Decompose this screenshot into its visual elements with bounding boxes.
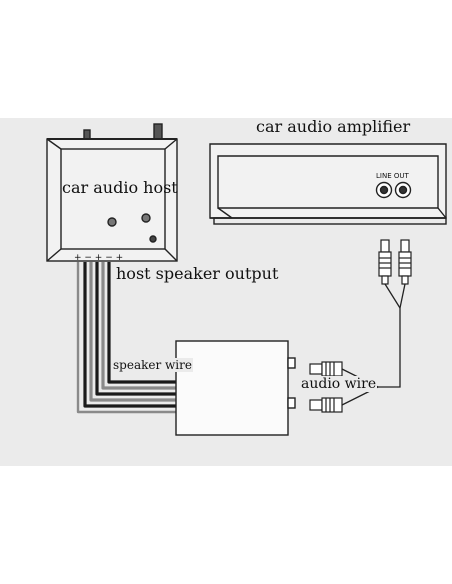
host-label: car audio host	[62, 178, 178, 197]
line-out-jacks	[375, 181, 412, 199]
car-audio-amplifier-unit	[209, 143, 447, 225]
amplifier-label: car audio amplifier	[256, 117, 411, 136]
amplifier-rca-plugs	[378, 239, 412, 285]
converter-box	[175, 340, 296, 436]
polarity-marks-label: + − + − +	[74, 253, 124, 263]
car-audio-host-unit	[46, 123, 178, 262]
speaker-wire-bundle	[76, 262, 176, 414]
speaker-wire-label: speaker wire	[112, 358, 193, 372]
line-out-label: LINE OUT	[376, 172, 409, 180]
audio-wire-label: audio wire	[300, 376, 378, 392]
speaker-output-label: host speaker output	[116, 264, 279, 283]
